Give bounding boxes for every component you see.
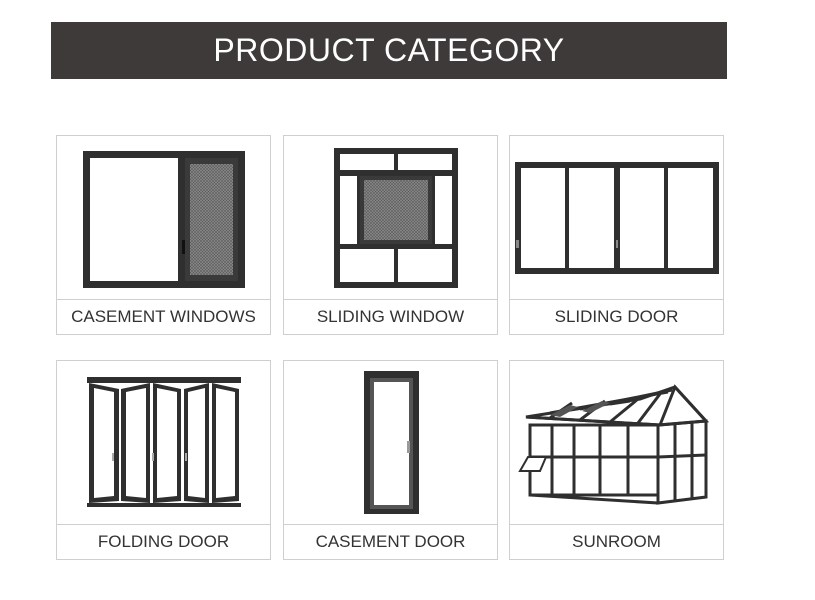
category-label[interactable]: FOLDING DOOR (56, 524, 271, 560)
category-image[interactable] (283, 135, 498, 300)
category-label[interactable]: CASEMENT WINDOWS (56, 299, 271, 335)
category-card-casement-door[interactable]: CASEMENT DOOR (283, 360, 498, 560)
category-label[interactable]: CASEMENT DOOR (283, 524, 498, 560)
category-label[interactable]: SLIDING DOOR (509, 299, 724, 335)
folding-door-icon (87, 377, 241, 507)
category-card-folding-door[interactable]: FOLDING DOOR (56, 360, 271, 560)
page-title: PRODUCT CATEGORY (213, 32, 565, 68)
sliding-door-icon (515, 162, 719, 274)
sunroom-icon (518, 384, 710, 505)
category-image[interactable] (509, 135, 724, 300)
category-image[interactable] (283, 360, 498, 525)
sliding-window-icon (334, 148, 458, 288)
casement-window-icon (83, 151, 245, 288)
category-image[interactable] (56, 135, 271, 300)
casement-door-icon (364, 371, 419, 514)
category-card-sliding-door[interactable]: SLIDING DOOR (509, 135, 724, 335)
category-label[interactable]: SLIDING WINDOW (283, 299, 498, 335)
category-banner: PRODUCT CATEGORY (51, 22, 727, 79)
category-card-sliding-window[interactable]: SLIDING WINDOW (283, 135, 498, 335)
category-image[interactable] (509, 360, 724, 525)
category-card-sunroom[interactable]: SUNROOM (509, 360, 724, 560)
category-image[interactable] (56, 360, 271, 525)
category-label[interactable]: SUNROOM (509, 524, 724, 560)
category-card-casement-windows[interactable]: CASEMENT WINDOWS (56, 135, 271, 335)
